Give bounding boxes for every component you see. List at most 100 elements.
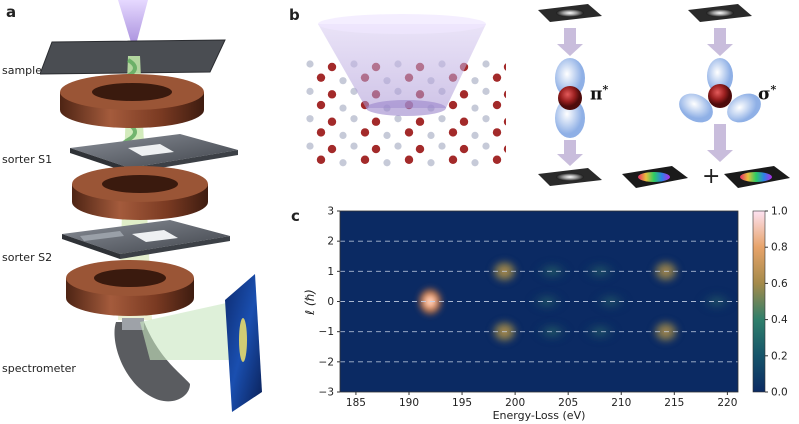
nitrogen-atom (492, 128, 502, 137)
nitrogen-atom (360, 128, 370, 137)
nitrogen-atom (371, 144, 381, 154)
boron-atom (339, 77, 347, 85)
copper-lens-3 (66, 260, 194, 316)
colorbar-tick-label: 0.6 (771, 278, 788, 290)
boron-atom (471, 77, 479, 85)
sigma-orbital-column (622, 4, 790, 188)
y-tick-label: −3 (319, 387, 334, 399)
nitrogen-atom (503, 145, 506, 153)
sigma-lobe-right (727, 93, 761, 123)
label-spectrometer: spectrometer (2, 362, 76, 375)
boron-atom (394, 142, 402, 150)
nitrogen-atom (404, 128, 414, 137)
x-tick-label: 195 (452, 397, 472, 409)
x-tick-label: 220 (717, 397, 737, 409)
hbn-lattice (306, 60, 506, 167)
pi-lobe-top (555, 58, 585, 98)
boron-atom (350, 115, 358, 123)
sorter-s2-plate (62, 220, 230, 259)
label-sorter-s1: sorter S1 (2, 153, 53, 166)
atom-icon (708, 84, 732, 108)
boron-atom (394, 115, 402, 123)
x-tick-label: 185 (346, 397, 366, 409)
boron-atom (350, 142, 358, 150)
heatmap-peak (526, 289, 567, 314)
colorbar-tick-label: 0.8 (771, 242, 788, 254)
probe-cone (318, 24, 486, 108)
nitrogen-atom (327, 62, 337, 72)
boron-atom (482, 60, 490, 68)
nitrogen-atom (415, 117, 425, 126)
boron-atom (471, 104, 479, 112)
x-tick-label: 200 (505, 397, 525, 409)
boron-atom (339, 104, 347, 112)
boron-atom (306, 115, 314, 123)
heatmap-peak (696, 289, 737, 314)
nitrogen-atom (316, 73, 326, 82)
nitrogen-atom (404, 155, 414, 164)
arrow-down-icon (707, 28, 733, 56)
arrow-down-icon (557, 140, 583, 166)
arrow-down-icon (707, 124, 733, 162)
nitrogen-atom (371, 117, 381, 126)
nitrogen-atom (459, 144, 469, 154)
sigma-star-label: σ* (758, 83, 777, 105)
nitrogen-atom (492, 100, 502, 110)
panel-a-letter: a (6, 3, 17, 21)
colorbar-tick-label: 0.0 (771, 387, 788, 399)
boron-atom (383, 159, 391, 167)
pi-lobe-bottom (555, 98, 585, 138)
nitrogen-atom (360, 155, 370, 164)
nitrogen-atom (448, 100, 458, 110)
boron-atom (482, 142, 490, 150)
boron-atom (471, 159, 479, 167)
x-tick-label: 205 (558, 397, 578, 409)
nitrogen-atom (459, 117, 469, 126)
colorbar-tick-label: 1.0 (771, 206, 788, 218)
boron-atom (306, 87, 314, 95)
nitrogen-atom (503, 63, 506, 71)
y-tick-label: 3 (327, 206, 334, 218)
nitrogen-atom (459, 90, 469, 99)
nitrogen-atom (492, 73, 502, 82)
x-axis-label: Energy-Loss (eV) (493, 409, 586, 422)
copper-lens-1 (60, 74, 204, 128)
boron-atom (482, 87, 490, 95)
x-tick-label: 215 (664, 397, 684, 409)
nitrogen-atom (503, 90, 506, 99)
boron-atom (427, 131, 435, 139)
y-tick-label: 2 (327, 236, 334, 248)
nitrogen-atom (448, 128, 458, 137)
heatmap-peak (532, 319, 573, 344)
boron-atom (438, 115, 446, 123)
nitrogen-atom (492, 155, 502, 164)
boron-atom (383, 131, 391, 139)
boron-atom (339, 159, 347, 167)
boron-atom (427, 159, 435, 167)
atom-icon (558, 86, 582, 110)
colorbar (752, 210, 766, 393)
nitrogen-atom (415, 144, 425, 154)
panel-c-letter: c (291, 207, 300, 225)
nitrogen-atom (316, 155, 326, 164)
y-tick-label: −1 (319, 326, 334, 338)
nitrogen-atom (316, 100, 326, 110)
y-axis-label: ℓ (ℏ) (303, 289, 317, 316)
pi-orbital-column (538, 4, 602, 186)
pi-star-label: π* (590, 83, 609, 105)
nitrogen-atom (448, 155, 458, 164)
x-tick-label: 190 (399, 397, 419, 409)
label-sorter-s2: sorter S2 (2, 251, 53, 264)
x-tick-label: 210 (611, 397, 631, 409)
boron-atom (482, 115, 490, 123)
y-tick-label: 0 (327, 296, 334, 308)
colorbar-tick-label: 0.4 (771, 314, 788, 326)
nitrogen-atom (327, 117, 337, 126)
boron-atom (471, 131, 479, 139)
colorbar-tick-label: 0.2 (771, 350, 788, 362)
nitrogen-atom (327, 144, 337, 154)
microscope-illustration (40, 0, 262, 412)
nitrogen-atom (503, 118, 506, 126)
electron-probe-cone (118, 0, 148, 52)
